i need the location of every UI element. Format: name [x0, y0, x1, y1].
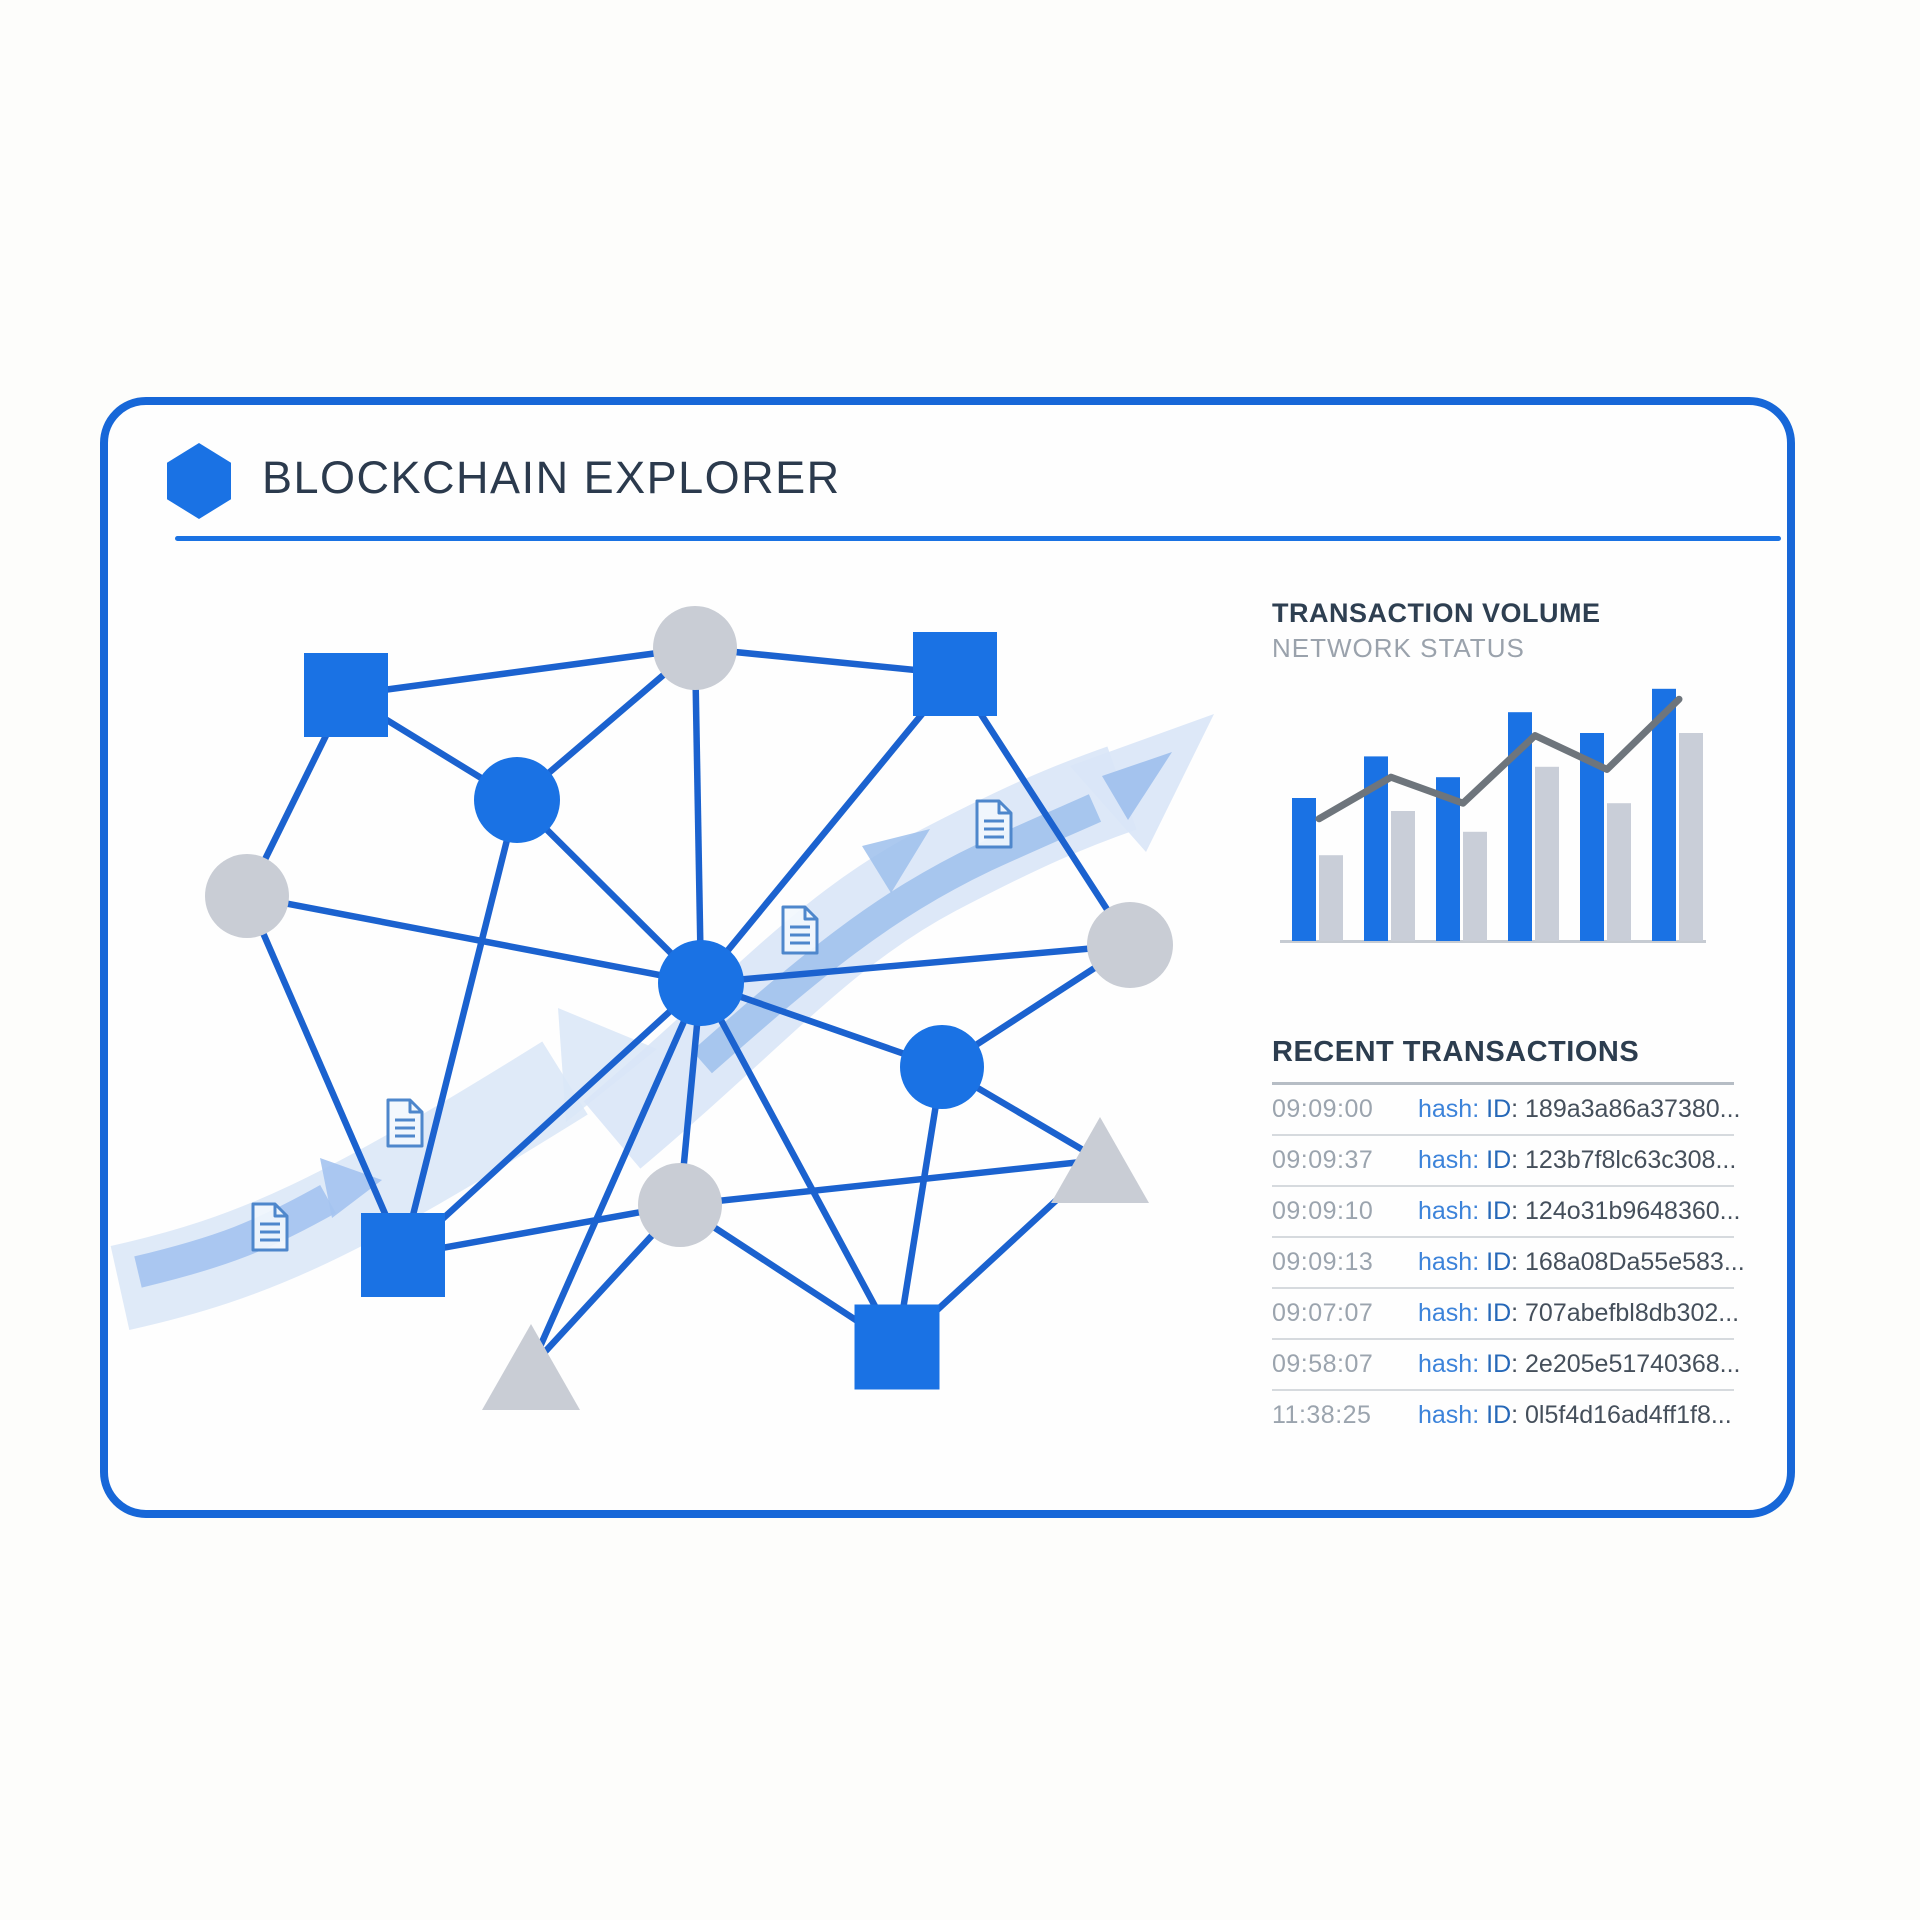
diagram-edge	[514, 797, 704, 986]
diagram-nodes	[205, 606, 1173, 1410]
diagram-node-block-3	[361, 1213, 445, 1297]
tx-time: 09:09:10	[1272, 1197, 1374, 1225]
diagram-edge	[345, 644, 696, 699]
diagram-edge	[694, 644, 956, 678]
tx-time: 09:07:07	[1272, 1299, 1374, 1327]
chart-bar-secondary	[1535, 766, 1559, 941]
diagram-edge	[400, 980, 704, 1258]
chart-trend-line	[1315, 695, 1683, 823]
page-title: BLOCKCHAIN EXPLORER	[262, 452, 841, 503]
flow-arrow-upper-right	[583, 714, 1214, 1169]
document-icon	[781, 905, 819, 955]
diagram-node-hub	[658, 940, 744, 1026]
diagram-edge	[698, 671, 958, 986]
tx-hash: hash: ID: 189a3a86a37380...	[1418, 1095, 1741, 1123]
tx-hash: hash: ID: 707abefbl8db302...	[1418, 1299, 1740, 1327]
chart-bar-secondary	[1319, 855, 1343, 941]
document-icon	[386, 1098, 424, 1148]
tx-time: 11:38:25	[1272, 1401, 1372, 1429]
chart-bar-secondary	[1391, 811, 1415, 941]
tx-hash: hash: ID: 2e205e51740368...	[1418, 1350, 1741, 1378]
diagram-edge	[698, 981, 900, 1349]
diagram-edge	[679, 1156, 1101, 1209]
network-diagram-canvas	[110, 606, 1706, 1410]
transaction-row[interactable]: 09:09:37 hash: ID: 123b7f8lc63c308...	[1272, 1136, 1737, 1187]
diagram-node-block-2	[913, 632, 997, 716]
transaction-row[interactable]: 09:58:07 hash: ID: 2e205e51740368...	[1272, 1340, 1741, 1391]
transaction-row[interactable]: 09:07:07 hash: ID: 707abefbl8db302...	[1272, 1289, 1739, 1340]
transaction-row[interactable]: 09:09:13 hash: ID: 168a08Da55e583...	[1272, 1238, 1745, 1289]
diagram-node-node-gray-2	[205, 854, 289, 938]
diagram-node-block-4	[854, 1304, 940, 1390]
chart-bar-primary	[1436, 777, 1460, 941]
diagram-edge	[893, 1066, 946, 1348]
diagram-node-triangle-1	[1051, 1117, 1149, 1203]
chart-subtitle: NETWORK STATUS	[1272, 633, 1525, 663]
chart-bar-secondary	[1607, 803, 1631, 941]
diagram-edge	[244, 894, 406, 1257]
diagram-node-node-blue-2	[900, 1025, 984, 1109]
diagram-edge	[246, 892, 702, 987]
tx-hash: hash: ID: 0l5f4d16ad4ff1f8...	[1418, 1401, 1732, 1429]
diagram-edge	[952, 672, 1133, 947]
diagram-node-node-gray-3	[1087, 902, 1173, 988]
document-icon	[975, 799, 1013, 849]
transaction-row[interactable]: 09:09:00 hash: ID: 189a3a86a37380...	[1272, 1085, 1741, 1136]
transactions-divider	[1272, 1082, 1734, 1085]
tx-time: 09:09:13	[1272, 1248, 1374, 1276]
transaction-row[interactable]: 09:09:10 hash: ID: 124o31b9648360...	[1272, 1187, 1741, 1238]
recent-transactions-panel: RECENT TRANSACTIONS 09:09:00 hash: ID: 18…	[1272, 1036, 1745, 1440]
explorer-card: BLOCKCHAIN EXPLORER TRANSACTION VOLUME N…	[100, 397, 1795, 1518]
chart-bar-secondary	[1463, 831, 1487, 941]
diagram-edge	[691, 647, 705, 984]
chart-bar-primary	[1652, 688, 1676, 941]
chart-bar-primary	[1292, 798, 1316, 941]
transaction-row[interactable]: 11:38:25 hash: ID: 0l5f4d16ad4ff1f8...	[1272, 1391, 1734, 1440]
diagram-edge	[528, 981, 704, 1369]
tx-time: 09:09:00	[1272, 1095, 1374, 1123]
transaction-volume-chart	[1280, 688, 1706, 943]
tx-hash: hash: ID: 168a08Da55e583...	[1418, 1248, 1745, 1276]
diagram-node-node-gray-4	[638, 1163, 722, 1247]
tx-hash: hash: ID: 124o31b9648360...	[1418, 1197, 1741, 1225]
recent-transactions-title: RECENT TRANSACTIONS	[1272, 1036, 1640, 1068]
diagram-node-node-gray-1	[653, 606, 737, 690]
diagram-node-block-1	[304, 653, 388, 737]
tx-time: 09:58:07	[1272, 1350, 1374, 1378]
diagram-edge	[700, 941, 1131, 987]
header-divider	[175, 536, 1781, 541]
diagram-edge	[402, 1201, 681, 1259]
diagram-node-triangle-2	[482, 1324, 580, 1410]
tx-hash: hash: ID: 123b7f8lc63c308...	[1418, 1146, 1737, 1174]
tx-time: 09:09:37	[1272, 1146, 1374, 1174]
document-icon	[251, 1202, 289, 1252]
document-icons	[251, 799, 1013, 1252]
diagram-node-node-blue-1	[474, 757, 560, 843]
diagram-edge	[399, 799, 521, 1256]
chart-bar-secondary	[1679, 733, 1703, 941]
chart-title: TRANSACTION VOLUME	[1272, 598, 1601, 628]
